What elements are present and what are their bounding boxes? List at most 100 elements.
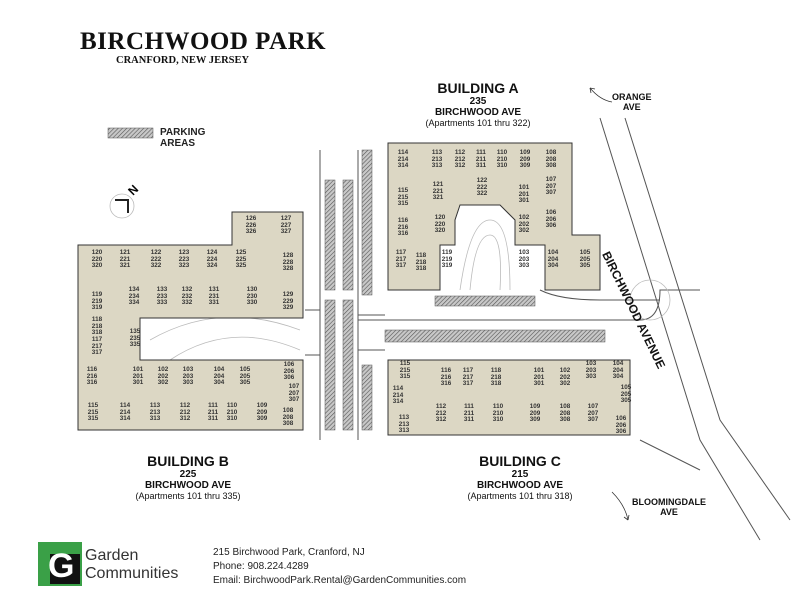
unit-stack-label: 110 210 310: [226, 402, 238, 423]
unit-stack-label: 126 226 326: [245, 215, 257, 236]
unit-stack-label: 106 206 306: [283, 361, 295, 382]
unit-stack-label: 107 207 307: [545, 176, 557, 197]
unit-stack-label: 108 208 308: [545, 149, 557, 170]
unit-stack-label: 130 230 330: [246, 286, 258, 307]
unit-stack-label: 112 212 312: [454, 149, 466, 170]
unit-stack-label: 105 205 305: [239, 366, 251, 387]
unit-stack-label: 109 209 309: [529, 403, 541, 424]
unit-stack-label: 111 211 311: [463, 403, 475, 424]
unit-stack-label: 103 203 303: [518, 249, 530, 270]
unit-stack-label: 113 213 313: [431, 149, 443, 170]
unit-stack-label: 129 229 329: [282, 291, 294, 312]
street-bloomingdale-ave: BLOOMINGDALE AVE: [632, 497, 706, 517]
unit-stack-label: 122 222 322: [476, 177, 488, 198]
unit-stack-label: 111 211 311: [207, 402, 219, 423]
unit-stack-label: 115 215 315: [399, 360, 411, 381]
unit-stack-label: 108 208 308: [282, 407, 294, 428]
unit-stack-label: 111 211 311: [475, 149, 487, 170]
unit-stack-label: 119 219 319: [441, 249, 453, 270]
building-a-label: BUILDING A 235 BIRCHWOOD AVE (Apartments…: [425, 80, 530, 128]
unit-stack-label: 114 214 314: [397, 149, 409, 170]
building-range: (Apartments 101 thru 322): [425, 118, 531, 128]
unit-stack-label: 102 202 302: [157, 366, 169, 387]
building-street: BIRCHWOOD AVE: [476, 480, 564, 491]
building-name: BUILDING B: [147, 453, 229, 469]
unit-stack-label: 132 232 332: [181, 286, 193, 307]
unit-stack-label: 118 218 318: [415, 252, 427, 273]
unit-stack-label: 121 221 321: [119, 249, 131, 270]
unit-stack-label: 123 223 323: [178, 249, 190, 270]
unit-stack-label: 116 216 316: [86, 366, 98, 387]
logo-text: Garden Communities: [85, 547, 178, 583]
unit-stack-label: 120 220 320: [434, 214, 446, 235]
unit-stack-label: 102 202 302: [559, 367, 571, 388]
unit-stack-label: 109 209 309: [256, 402, 268, 423]
unit-stack-label: 119 219 319: [91, 291, 103, 312]
building-range: (Apartments 101 thru 318): [467, 491, 573, 501]
building-b-outline: [77, 211, 304, 431]
building-name: BUILDING C: [479, 453, 561, 469]
unit-stack-label: 105 205 305: [620, 384, 632, 405]
unit-stack-label: 116 216 316: [440, 367, 452, 388]
logo-line2: Communities: [85, 565, 179, 582]
unit-stack-label: 117 217 317: [462, 367, 474, 388]
unit-stack-label: 113 213 313: [149, 402, 161, 423]
unit-stack-label: 101 201 301: [518, 184, 530, 205]
unit-stack-label: 122 222 322: [150, 249, 162, 270]
building-c-label: BUILDING C 215 BIRCHWOOD AVE (Apartments…: [467, 453, 572, 501]
unit-stack-label: 117 217 317: [91, 336, 103, 357]
roads: [305, 117, 791, 541]
unit-stack-label: 101 201 301: [132, 366, 144, 387]
unit-stack-label: 109 209 309: [519, 149, 531, 170]
building-b-label: BUILDING B 225 BIRCHWOOD AVE (Apartments…: [135, 453, 240, 501]
unit-stack-label: 105 205 305: [579, 249, 591, 270]
logo-letter: G: [48, 547, 75, 585]
building-c-outline: [387, 359, 631, 436]
direction-arrows: [589, 87, 630, 521]
compass-icon: [109, 193, 135, 219]
unit-stack-label: 115 215 315: [397, 187, 409, 208]
building-street: BIRCHWOOD AVE: [434, 107, 522, 118]
building-number: 225: [179, 469, 197, 480]
unit-stack-label: 135 235 335: [129, 328, 141, 349]
unit-stack-label: 102 202 302: [518, 214, 530, 235]
unit-stack-label: 110 210 310: [496, 149, 508, 170]
unit-stack-label: 101 201 301: [533, 367, 545, 388]
parking-legend-label: PARKING AREAS: [160, 127, 206, 149]
email[interactable]: Email: BirchwoodPark.Rental@GardenCommun…: [213, 575, 467, 586]
unit-stack-label: 115 215 315: [87, 402, 99, 423]
unit-stack-label: 117 217 317: [395, 249, 407, 270]
unit-stack-label: 104 204 304: [547, 249, 559, 270]
unit-stack-label: 114 214 314: [392, 385, 404, 406]
unit-stack-label: 103 203 303: [182, 366, 194, 387]
phone[interactable]: Phone: 908.224.4289: [213, 561, 309, 572]
buildings: [77, 142, 631, 436]
parking-areas: [107, 127, 606, 431]
unit-stack-label: 103 203 303: [585, 360, 597, 381]
unit-stack-label: 106 206 306: [615, 415, 627, 436]
page-subtitle: CRANFORD, NEW JERSEY: [116, 55, 250, 66]
unit-stack-label: 107 207 307: [288, 383, 300, 404]
unit-stack-label: 114 214 314: [119, 402, 131, 423]
unit-stack-label: 118 218 318: [91, 316, 103, 337]
building-number: 215: [511, 469, 529, 480]
unit-stack-label: 104 204 304: [213, 366, 225, 387]
unit-stack-label: 106 206 306: [545, 209, 557, 230]
building-range: (Apartments 101 thru 335): [135, 491, 241, 501]
unit-stack-label: 110 210 310: [492, 403, 504, 424]
unit-stack-label: 104 204 304: [612, 360, 624, 381]
unit-stack-label: 120 220 320: [91, 249, 103, 270]
street-orange-ave: ORANGE AVE: [612, 92, 652, 112]
unit-stack-label: 116 216 316: [397, 217, 409, 238]
unit-stack-label: 118 218 318: [490, 367, 502, 388]
unit-stack-label: 108 208 308: [559, 403, 571, 424]
unit-stack-label: 128 228 328: [282, 252, 294, 273]
address: 215 Birchwood Park, Cranford, NJ: [213, 547, 365, 558]
logo-line1: Garden: [85, 547, 139, 564]
page-title: BIRCHWOOD PARK: [80, 28, 327, 55]
building-street: BIRCHWOOD AVE: [144, 480, 232, 491]
unit-stack-label: 112 212 312: [435, 403, 447, 424]
building-name: BUILDING A: [437, 80, 519, 96]
